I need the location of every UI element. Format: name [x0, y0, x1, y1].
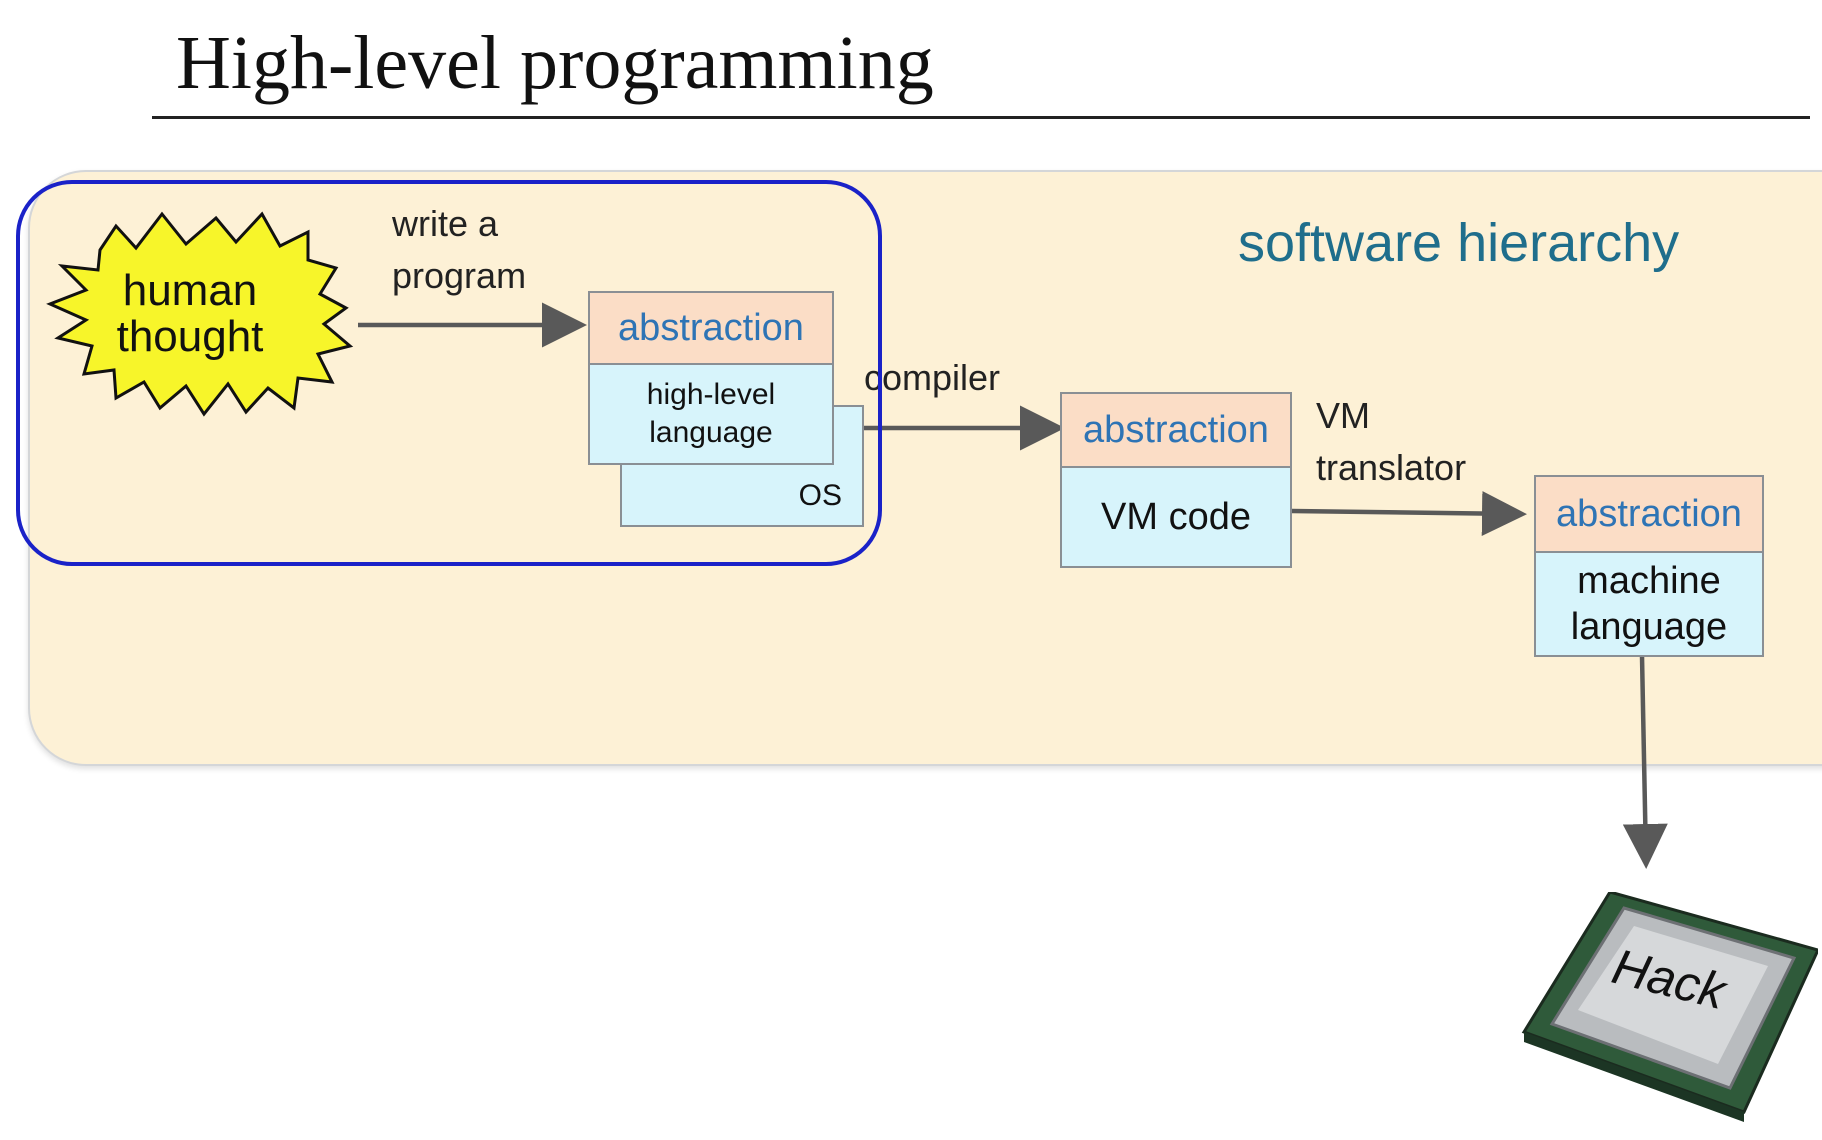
compiler-label: compiler: [864, 357, 1001, 398]
arrow-vm-translator: [1291, 491, 1527, 537]
high-level-highlight-outline: [16, 180, 882, 566]
arrow-to-hardware: [1622, 655, 1668, 869]
machine-language-body: machine language: [1536, 553, 1762, 655]
abstraction-header: abstraction: [590, 293, 832, 365]
chip-substrate-edge: [1524, 1032, 1744, 1122]
human-thought-starburst: [46, 211, 354, 417]
vm-code-body: VM code: [1062, 468, 1290, 566]
software-hierarchy-label: software hierarchy: [1238, 213, 1680, 273]
os-label: OS: [798, 479, 842, 512]
write-program-label: write a program: [392, 203, 527, 296]
title-underline: [152, 116, 1810, 119]
vm-translator-label: VM translator: [1316, 395, 1467, 488]
vm-code-box: abstraction VM code: [1060, 392, 1292, 568]
hack-chip-icon: [1521, 892, 1818, 1122]
chip-heatspreader-top: [1578, 926, 1768, 1064]
high-level-language-box: abstraction high-level language: [588, 291, 834, 465]
abstraction-header: abstraction: [1536, 477, 1762, 553]
high-level-language-body: high-level language: [590, 365, 832, 463]
starburst-shape: [46, 211, 354, 417]
page-title: High-level programming: [176, 21, 934, 105]
machine-language-box: abstraction machine language: [1534, 475, 1764, 657]
human-thought-label: human thought: [116, 266, 264, 361]
abstraction-header: abstraction: [1062, 394, 1290, 468]
